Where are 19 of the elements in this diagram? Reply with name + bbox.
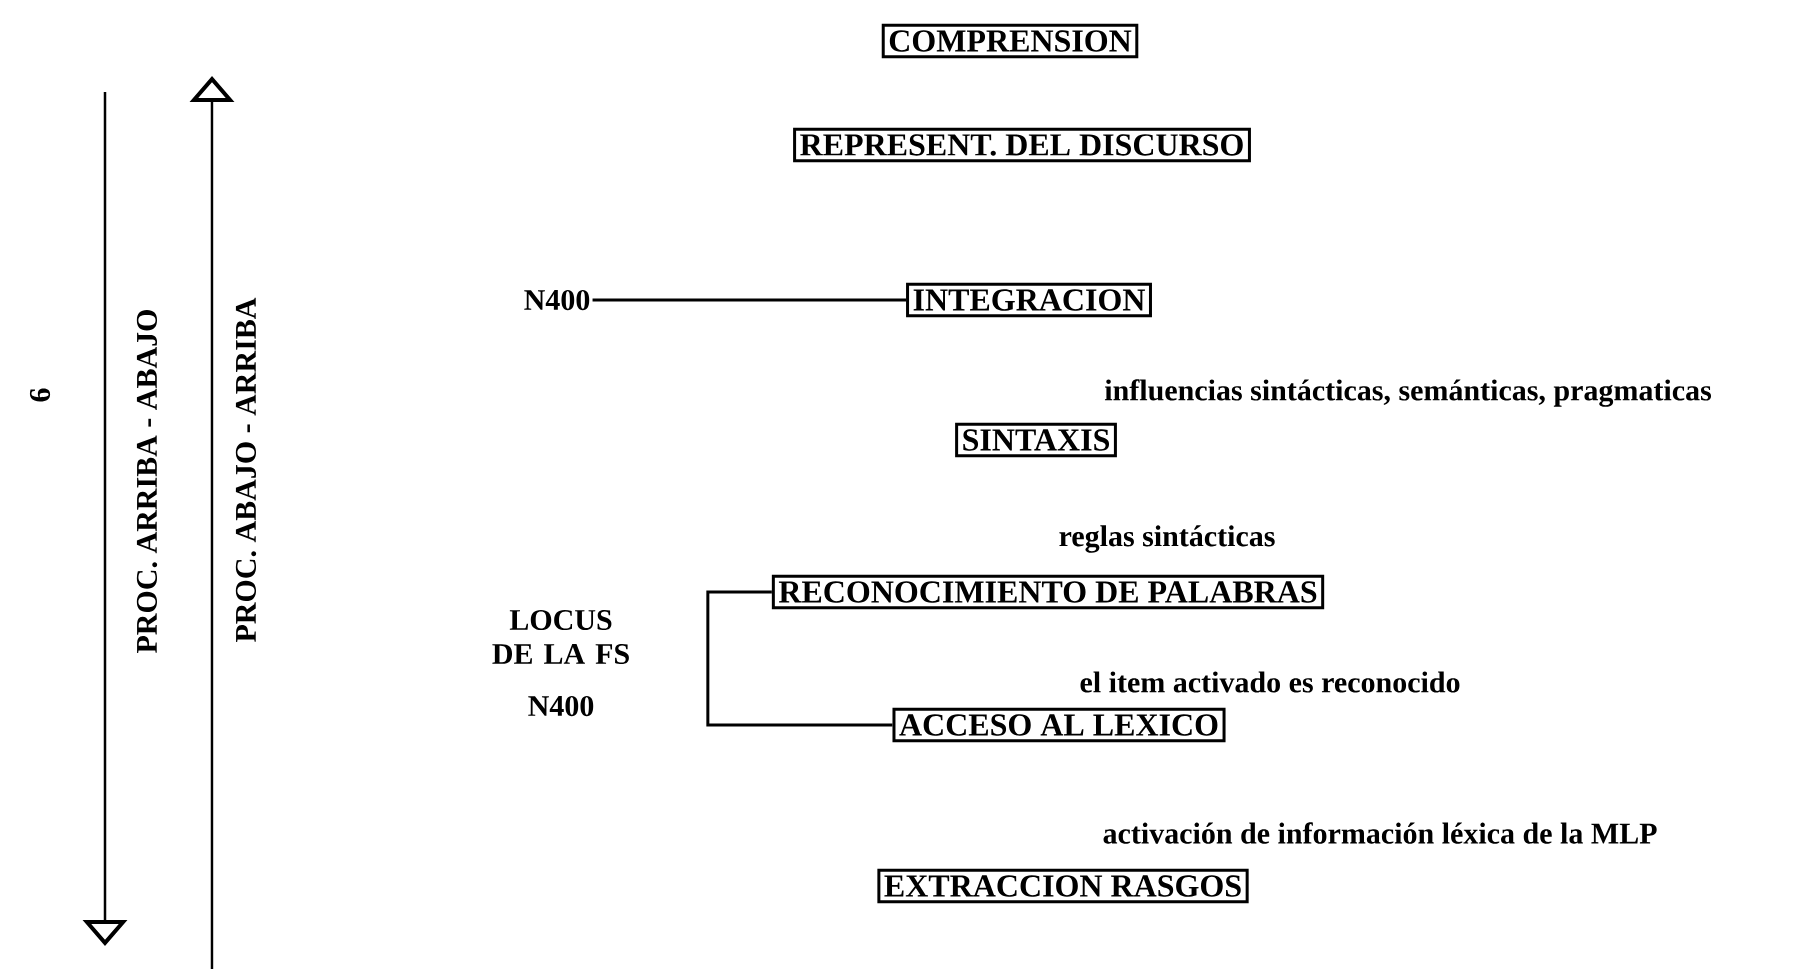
page-number: 6 <box>29 388 51 402</box>
process-box: INTEGRACION <box>906 282 1152 318</box>
connector-line <box>592 298 907 302</box>
annotation-text: influencias sintácticas, semánticas, pragmaticas <box>1104 379 1712 407</box>
annotation-text: el item activado es reconocido <box>1080 671 1460 693</box>
process-box: REPRESENT. DEL DISCURSO <box>793 127 1251 163</box>
annotation-text: activación de información léxica de la MLP <box>1103 822 1657 844</box>
arrow-label: PROC. ABAJO - ARRIBA <box>235 297 257 642</box>
process-box: SINTAXIS <box>955 422 1117 458</box>
process-box: EXTRACCION RASGOS <box>877 868 1249 904</box>
bracket-line <box>706 590 893 727</box>
process-box: RECONOCIMIENTO DE PALABRAS <box>771 574 1325 610</box>
process-box: ACCESO AL LEXICO <box>892 707 1226 743</box>
arrow-label: PROC. ARRIBA - ABAJO <box>136 310 158 653</box>
side-label: N400 <box>528 695 594 717</box>
process-box: COMPRENSION <box>881 23 1139 59</box>
side-label: LOCUS DE LA FS <box>492 609 629 665</box>
node-label: N400 <box>524 289 590 311</box>
annotation-text: reglas sintácticas <box>1059 525 1275 553</box>
